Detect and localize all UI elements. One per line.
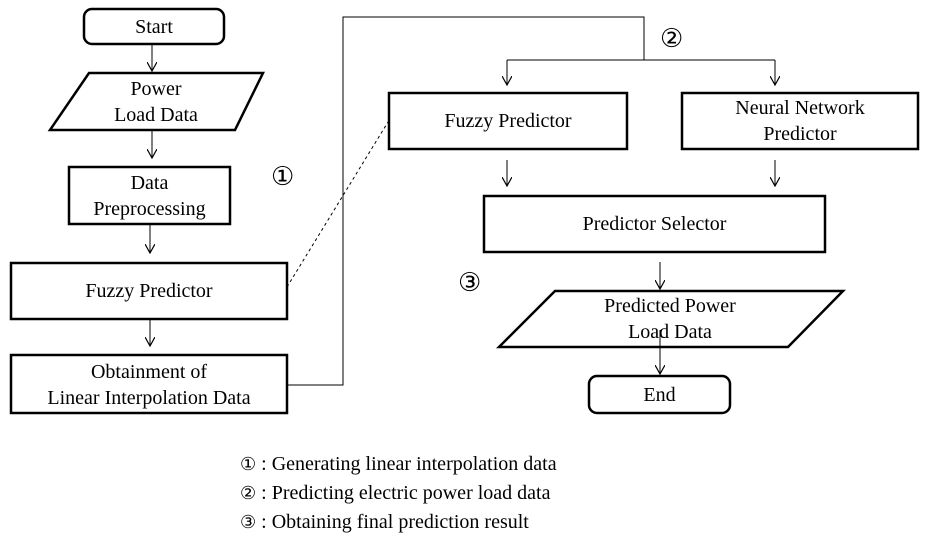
start-terminal bbox=[82, 7, 226, 46]
marker-step-3: ③ bbox=[458, 268, 482, 298]
marker-step-1: ① bbox=[271, 162, 295, 192]
fuzzy-predictor-right-label: Fuzzy Predictor bbox=[389, 93, 627, 149]
connector-obtainment-to-branch bbox=[287, 16, 645, 386]
legend-text-3: : Obtaining final prediction result bbox=[256, 511, 529, 533]
legend-item-2: ② : Predicting electric power load data bbox=[240, 479, 557, 508]
legend-item-1: ① : Generating linear interpolation data bbox=[240, 450, 557, 479]
obtainment-label: Obtainment of Linear Interpolation Data bbox=[11, 356, 287, 414]
predicted-power-load-data-label: Predicted Power Load Data bbox=[540, 291, 800, 347]
legend-item-3: ③ : Obtaining final prediction result bbox=[240, 508, 557, 537]
predictor-selector-label: Predictor Selector bbox=[484, 196, 825, 252]
data-preprocessing-line-2: Preprocessing bbox=[93, 198, 206, 220]
fuzzy-predictor-right-box bbox=[387, 91, 629, 151]
legend-text-2: : Predicting electric power load data bbox=[256, 482, 551, 504]
fuzzy-predictor-right-text: Fuzzy Predictor bbox=[444, 110, 572, 132]
neural-network-line-1: Neural Network bbox=[735, 97, 865, 119]
legend: ① : Generating linear interpolation data… bbox=[240, 450, 557, 537]
end-label: End bbox=[589, 376, 730, 413]
power-load-data-line-1: Power bbox=[130, 78, 182, 100]
marker-step-2: ② bbox=[660, 24, 684, 54]
fuzzy-predictor-left-text: Fuzzy Predictor bbox=[85, 280, 213, 302]
power-load-data-line-2: Load Data bbox=[114, 104, 198, 126]
predictor-selector-box bbox=[482, 194, 827, 254]
end-terminal bbox=[587, 374, 732, 415]
start-label: Start bbox=[84, 9, 224, 44]
obtainment-line-2: Linear Interpolation Data bbox=[47, 387, 251, 409]
legend-symbol-2: ② bbox=[240, 483, 257, 504]
legend-symbol-3: ③ bbox=[240, 512, 257, 533]
predicted-power-line-1: Predicted Power bbox=[604, 295, 736, 317]
fuzzy-predictor-left-label: Fuzzy Predictor bbox=[11, 263, 287, 319]
obtainment-line-1: Obtainment of bbox=[90, 361, 208, 383]
neural-network-predictor-box bbox=[680, 91, 920, 151]
neural-network-line-2: Predictor bbox=[763, 123, 837, 145]
end-text: End bbox=[643, 383, 676, 406]
obtainment-box bbox=[9, 353, 289, 415]
predicted-power-load-data-io bbox=[495, 289, 846, 349]
predicted-power-line-2: Load Data bbox=[628, 321, 712, 343]
legend-text-1: : Generating linear interpolation data bbox=[256, 453, 557, 475]
dotted-detail-line bbox=[286, 121, 389, 288]
data-preprocessing-line-1: Data bbox=[130, 172, 169, 194]
power-load-data-io bbox=[47, 71, 266, 132]
power-load-data-label: Power Load Data bbox=[56, 74, 256, 130]
data-preprocessing-label: Data Preprocessing bbox=[69, 168, 230, 224]
start-text: Start bbox=[135, 15, 173, 38]
neural-network-predictor-label: Neural Network Predictor bbox=[682, 93, 918, 149]
fuzzy-predictor-left-box bbox=[9, 261, 289, 321]
predictor-selector-text: Predictor Selector bbox=[582, 213, 727, 235]
legend-symbol-1: ① bbox=[240, 454, 257, 475]
